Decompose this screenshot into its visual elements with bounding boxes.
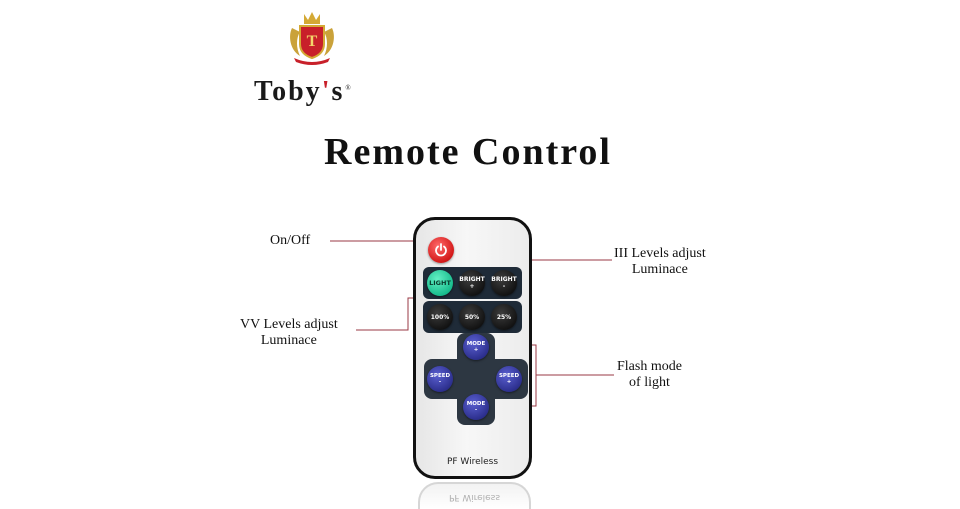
callout-flash-mode-line2: of light bbox=[629, 375, 670, 390]
speed-down-label: SPEED bbox=[429, 372, 451, 379]
power-button[interactable] bbox=[428, 237, 454, 263]
callout-iii-levels-line2: Luminace bbox=[631, 262, 688, 277]
crest-letter: T bbox=[307, 33, 318, 50]
brand-name-suffix: s bbox=[331, 76, 345, 107]
speed-down-sign: - bbox=[438, 379, 442, 385]
speed-down-button[interactable]: SPEED - bbox=[427, 366, 453, 392]
brightness-50-label: 50% bbox=[464, 313, 480, 321]
bright-down-label: BRIGHT bbox=[491, 276, 517, 283]
bright-down-button[interactable]: BRIGHT - bbox=[491, 270, 517, 296]
callout-iii-levels-line1: III Levels adjust bbox=[614, 246, 706, 261]
button-panel-row2: 100% 50% 25% bbox=[423, 301, 522, 333]
brightness-100-label: 100% bbox=[430, 313, 450, 321]
reflection-label: PF Wireless bbox=[448, 492, 501, 502]
brightness-50-button[interactable]: 50% bbox=[459, 304, 485, 330]
mode-up-label: MODE bbox=[466, 340, 486, 347]
mode-down-label: MODE bbox=[466, 400, 486, 407]
bright-down-sign: - bbox=[502, 283, 506, 290]
bright-up-label: BRIGHT bbox=[459, 276, 485, 283]
brightness-25-label: 25% bbox=[496, 313, 512, 321]
brand-name-main: Toby bbox=[254, 76, 322, 107]
brand-logo: T Toby's® bbox=[252, 10, 372, 110]
callout-vv-levels-line2: Luminace bbox=[260, 333, 317, 348]
remote-reflection: PF Wireless bbox=[418, 482, 531, 509]
crest-icon: T bbox=[290, 12, 334, 65]
light-button[interactable]: LIGHT bbox=[427, 270, 453, 296]
registered-mark: ® bbox=[345, 83, 353, 92]
mode-up-sign: + bbox=[473, 347, 479, 353]
brand-name: Toby's® bbox=[254, 76, 353, 108]
speed-up-sign: + bbox=[506, 379, 512, 385]
button-panel-row1: LIGHT BRIGHT + BRIGHT - bbox=[423, 267, 522, 299]
iii-levels-line bbox=[520, 259, 612, 267]
mode-down-button[interactable]: MODE - bbox=[463, 394, 489, 420]
mode-down-sign: - bbox=[474, 407, 478, 413]
rf-wireless-label: PF Wireless bbox=[446, 457, 499, 467]
speed-up-label: SPEED bbox=[498, 372, 520, 379]
speed-up-button[interactable]: SPEED + bbox=[496, 366, 522, 392]
bright-up-sign: + bbox=[469, 283, 475, 290]
bright-up-button[interactable]: BRIGHT + bbox=[459, 270, 485, 296]
callout-flash-mode: Flash mode of light bbox=[617, 359, 682, 391]
brand-apostrophe: ' bbox=[321, 76, 332, 107]
remote-control: LIGHT BRIGHT + BRIGHT - 100% 50% 25% MOD… bbox=[413, 217, 532, 479]
vv-levels-line bbox=[356, 297, 416, 331]
mode-up-button[interactable]: MODE + bbox=[463, 334, 489, 360]
callout-on-off: On/Off bbox=[270, 233, 311, 248]
brightness-100-button[interactable]: 100% bbox=[427, 304, 453, 330]
light-button-label: LIGHT bbox=[429, 278, 451, 287]
callout-iii-levels: III Levels adjust Luminace bbox=[614, 246, 706, 278]
page-title: Remote Control bbox=[324, 131, 612, 173]
brightness-25-button[interactable]: 25% bbox=[491, 304, 517, 330]
power-icon bbox=[435, 243, 447, 257]
callout-flash-mode-line1: Flash mode bbox=[617, 359, 682, 374]
callout-vv-levels: VV Levels adjust Luminace bbox=[240, 317, 338, 349]
callout-vv-levels-line1: VV Levels adjust bbox=[240, 317, 338, 332]
